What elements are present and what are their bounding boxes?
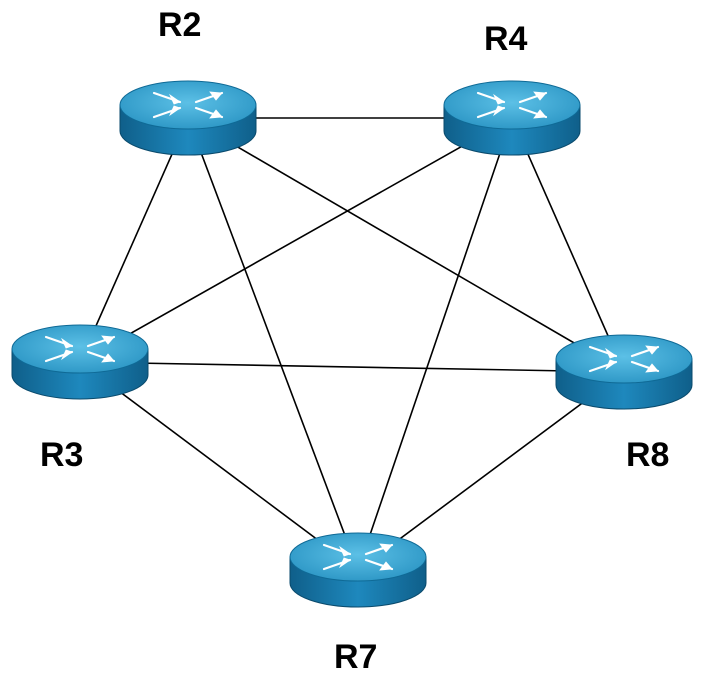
link-r4-r8	[511, 117, 625, 373]
router-icon	[11, 324, 149, 400]
link-r8-r7	[357, 371, 625, 571]
link-r4-r3	[79, 117, 513, 363]
link-r3-r7	[79, 361, 359, 571]
router-label-r4: R4	[484, 20, 528, 58]
link-r2-r7	[187, 117, 359, 571]
router-label-r7: R7	[334, 638, 378, 676]
links-layer	[79, 117, 625, 571]
link-r3-r8	[79, 361, 625, 373]
router-label-r8: R8	[626, 436, 670, 474]
link-r4-r7	[357, 117, 513, 571]
router-icon	[443, 80, 581, 156]
router-label-r3: R3	[40, 436, 84, 474]
router-label-r2: R2	[158, 6, 202, 44]
router-icon	[289, 532, 427, 608]
router-icon	[555, 334, 693, 410]
nodes-layer	[11, 80, 693, 608]
router-icon	[119, 80, 257, 156]
link-r2-r3	[79, 117, 189, 363]
link-r2-r8	[187, 117, 625, 373]
